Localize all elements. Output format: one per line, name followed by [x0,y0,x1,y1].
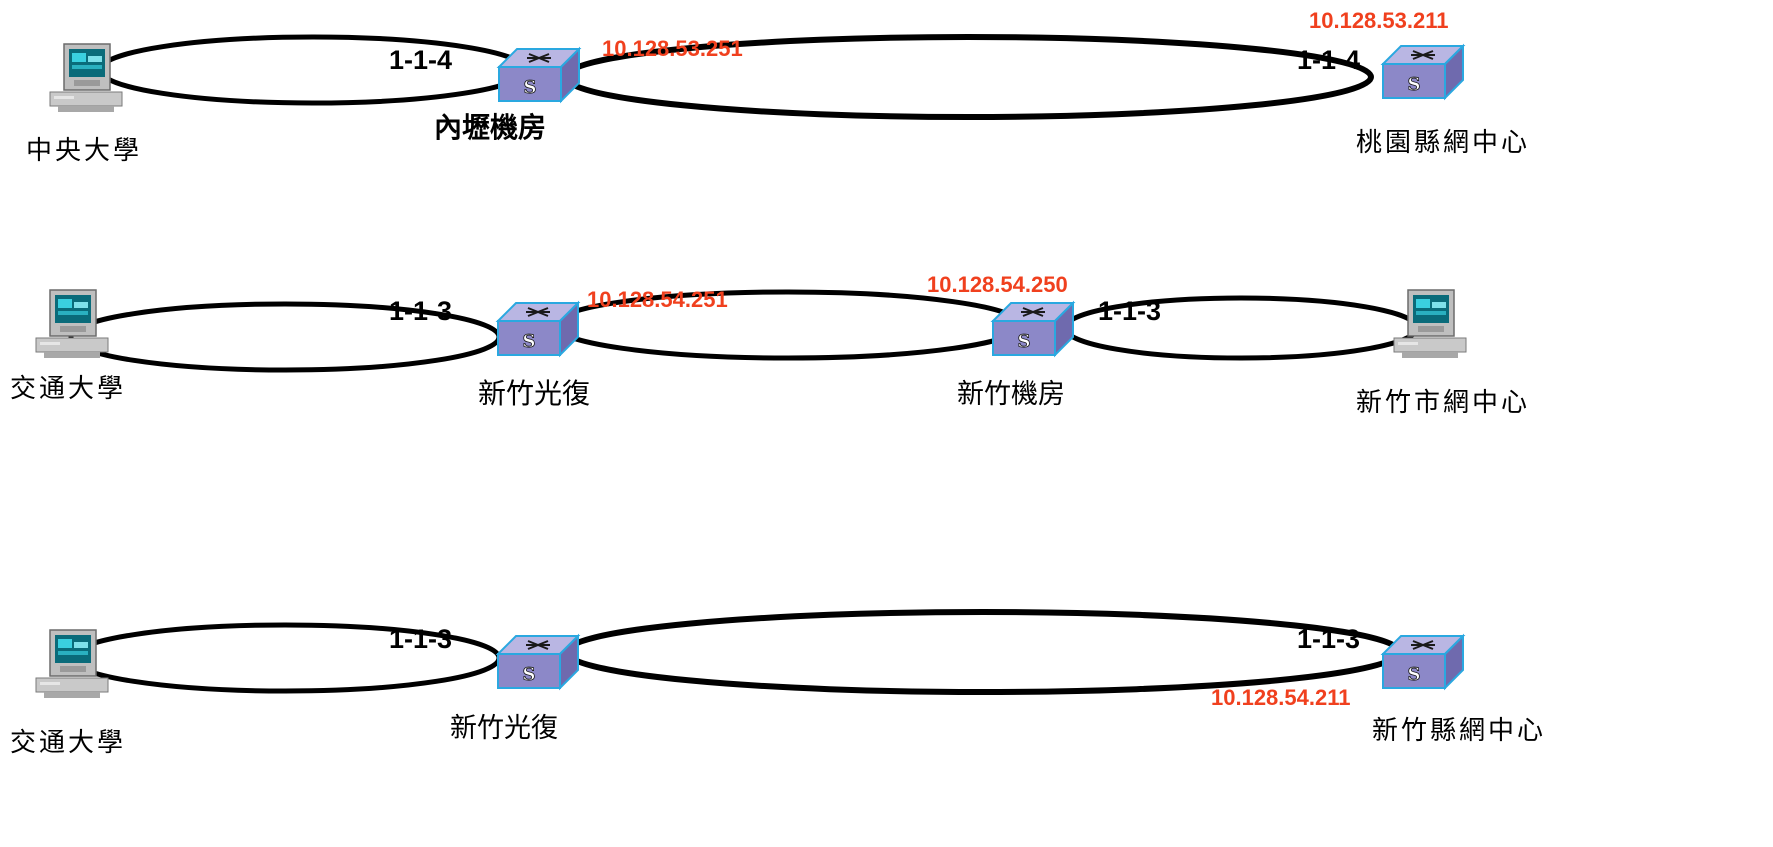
site-label: 中央大學 [26,136,143,166]
ip-label: 10.128.54.211 [1211,685,1351,710]
computer-icon [1393,289,1467,359]
ip-label: 10.128.54.250 [927,272,1068,297]
switch-icon [992,302,1074,356]
site-label: 新竹光復 [450,713,558,744]
site-label: 桃園縣網中心 [1356,128,1531,158]
ip-label: 10.128.53.251 [602,36,743,61]
port-label: 1-1-3 [1297,624,1361,654]
link-ring [563,609,1403,695]
switch-icon [498,48,580,102]
port-label: 1-1-3 [389,296,453,326]
site-label: 新竹市網中心 [1356,388,1531,418]
port-label: 1-1-3 [1098,296,1162,326]
site-label: 交通大學 [10,728,127,758]
port-label: 1-1-4 [389,45,453,75]
switch-icon [1382,635,1464,689]
site-label: 交通大學 [10,374,127,404]
link-ring [97,34,529,106]
site-label: 新竹機房 [957,379,1065,410]
ip-label: 10.128.54.251 [587,287,728,312]
port-label: 1-1-3 [389,624,453,654]
site-label: 新竹光復 [478,377,591,410]
site-label: 新竹縣網中心 [1372,716,1547,746]
switch-icon [497,302,579,356]
computer-icon [35,289,109,359]
ip-label: 10.128.53.211 [1309,8,1449,33]
port-label: 1-1-4 [1297,45,1361,75]
site-label: 內壢機房 [434,111,547,144]
switch-icon [1382,45,1464,99]
switch-icon [497,635,579,689]
